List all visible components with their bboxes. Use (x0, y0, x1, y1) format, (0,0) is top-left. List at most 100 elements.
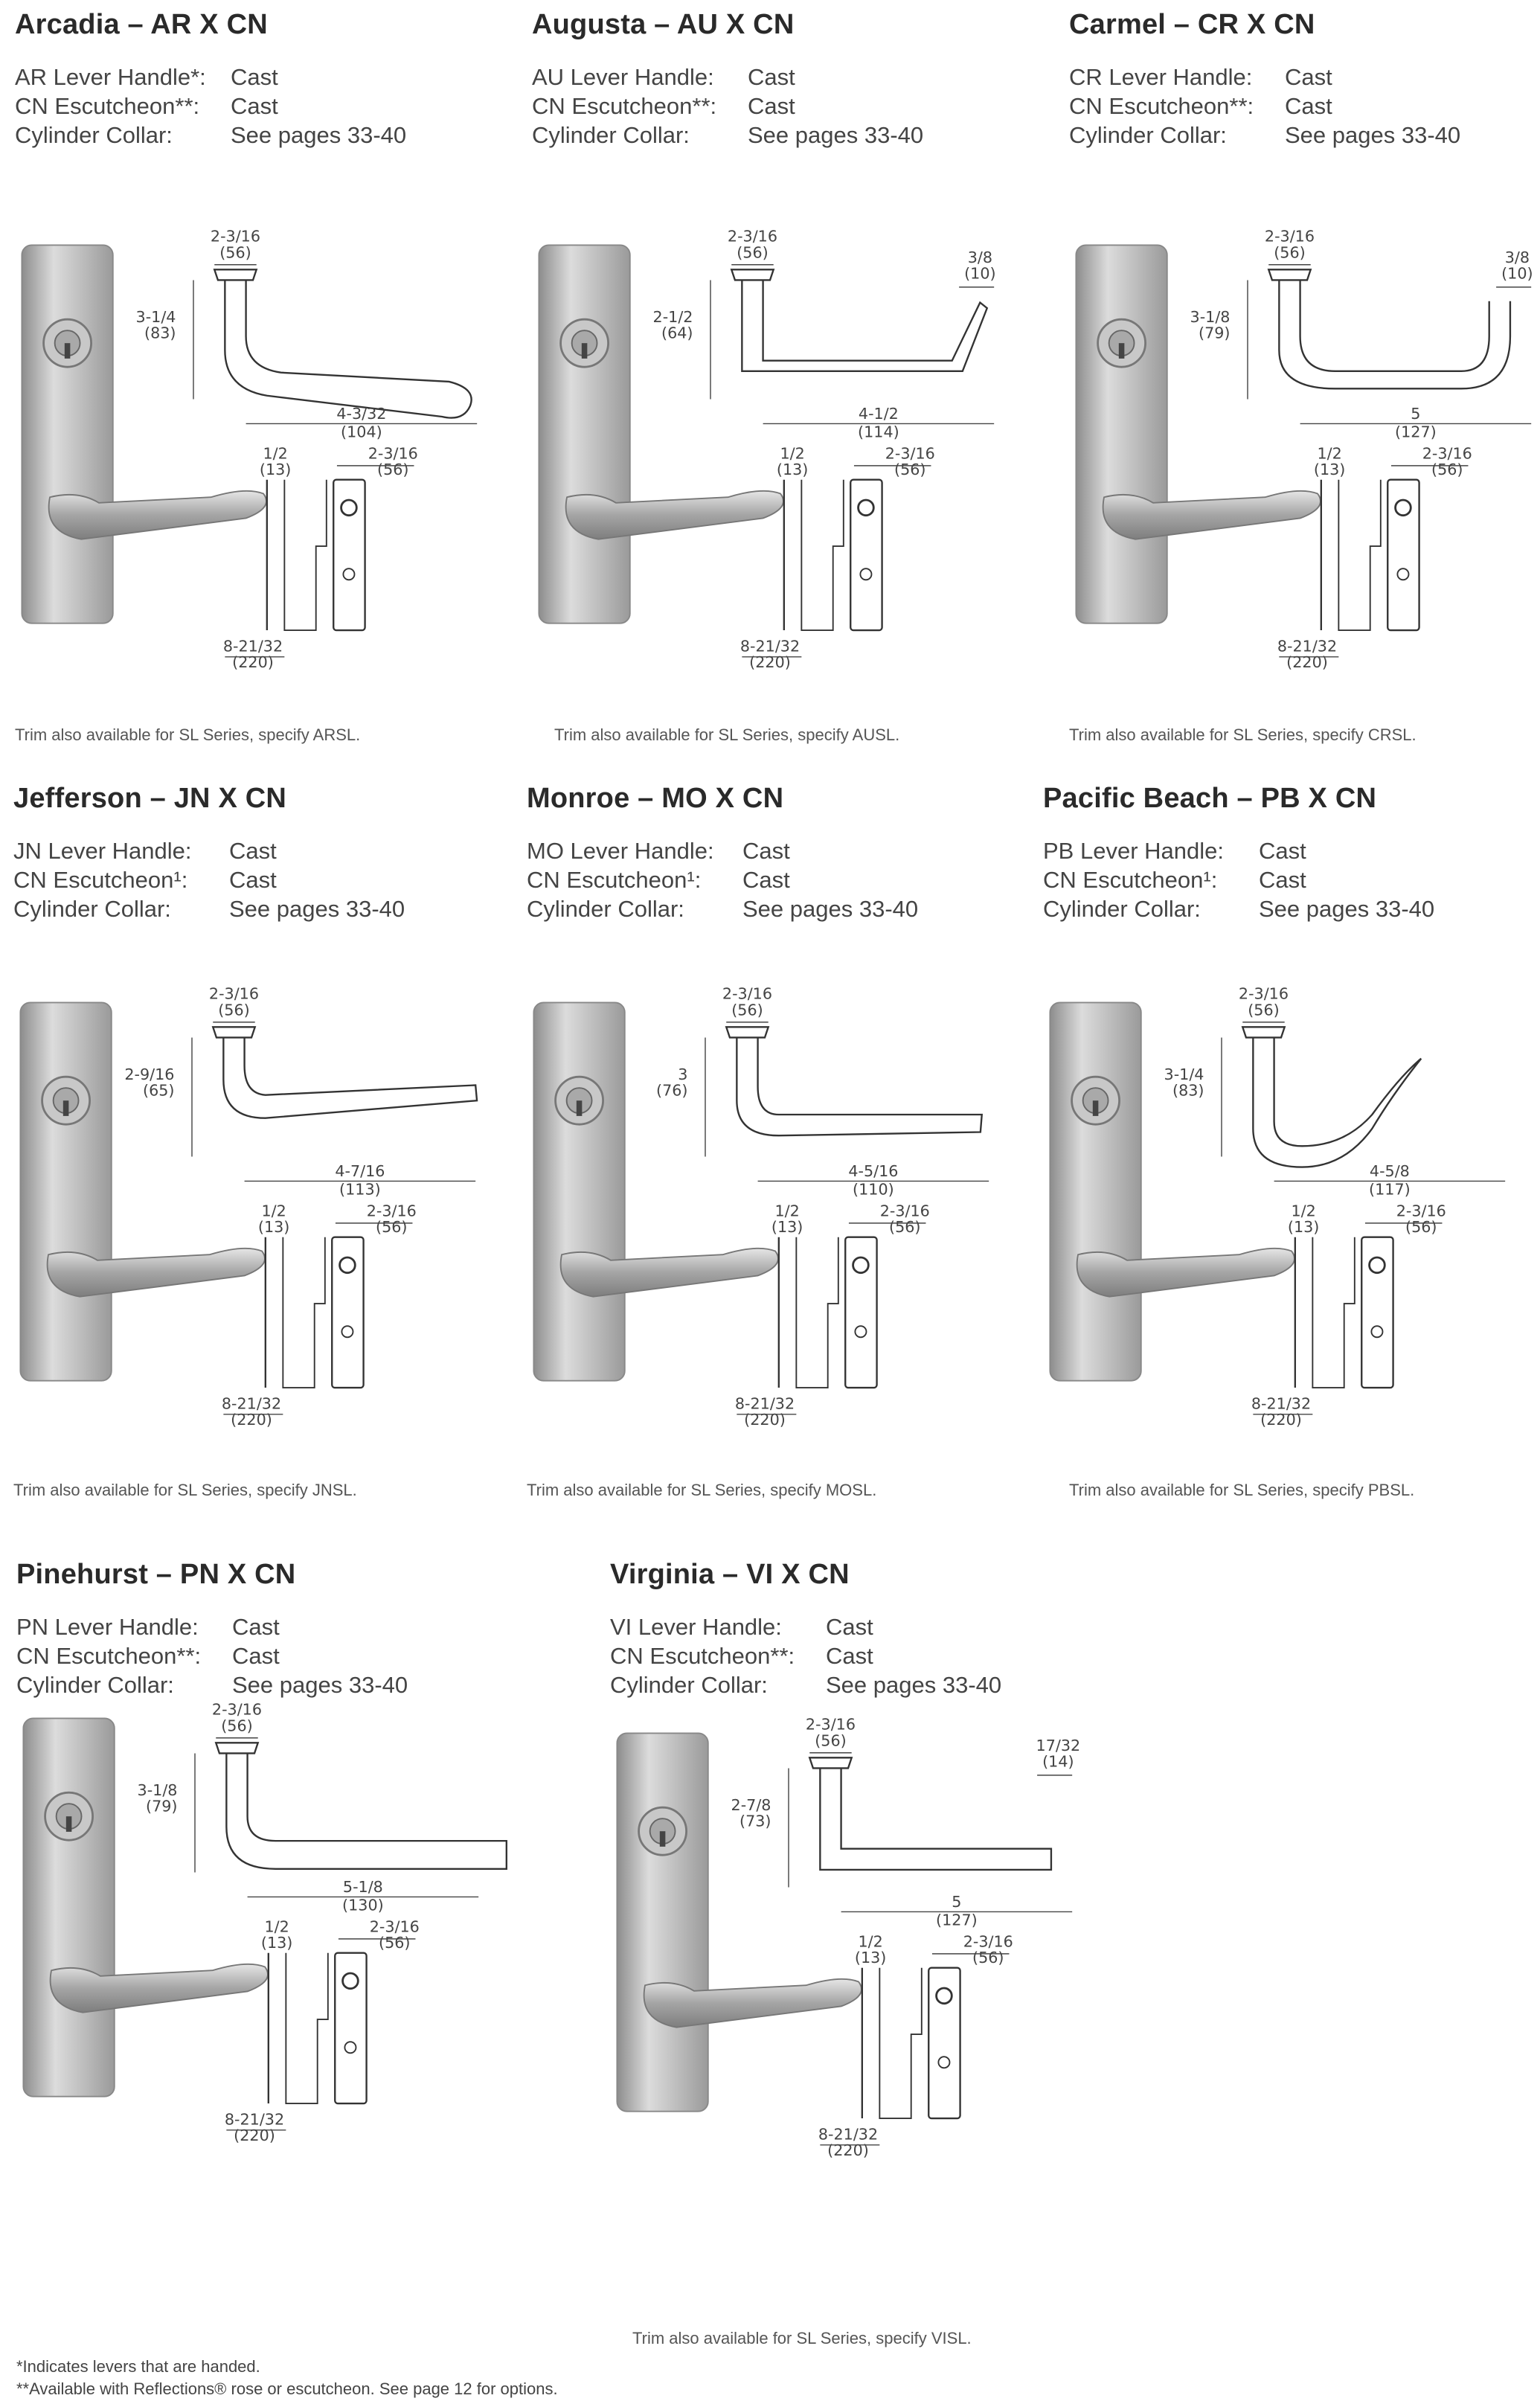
rose-width-label: 2-3/16 (211, 228, 260, 246)
length-label: 4-3/32 (336, 405, 386, 423)
spec-list: CR Lever Handle: Cast CN Escutcheon**: Cast… (1069, 63, 1460, 150)
product-title: Carmel – CR X CN (1069, 9, 1315, 40)
rose-width-mm-label: (56) (219, 243, 251, 261)
lever-handle-image (559, 1247, 779, 1298)
spec-label: CN Escutcheon**: (15, 93, 200, 119)
rose-width-label: 2-3/16 (1239, 985, 1289, 1003)
escutcheon-height-mm-label: (220) (1286, 653, 1328, 671)
escutcheon-width-mm-label: (56) (376, 1218, 407, 1236)
length-mm-label: (117) (1369, 1180, 1411, 1198)
drawing-svg: 2-3/16(56)3-1/8(79)3/8(10)5(127)1/2(13)2… (1075, 228, 1533, 671)
thickness-mm-label: (13) (1314, 461, 1345, 478)
spec-value: See pages 33-40 (1285, 122, 1461, 148)
spec-row: Cylinder Collar: See pages 33-40 (1043, 894, 1434, 923)
length-mm-label: (127) (1395, 423, 1437, 440)
rose-width-mm-label: (56) (1248, 1001, 1279, 1019)
spec-label: AR Lever Handle*: (15, 64, 206, 90)
escutcheon-front-outline (331, 1236, 365, 1389)
escutcheon-width-mm-label: (56) (379, 1934, 410, 1952)
height-label: 3 (678, 1065, 687, 1083)
lever-handle-image (48, 490, 267, 540)
spec-value: Cast (231, 64, 278, 90)
spec-value: Cast (1285, 93, 1332, 119)
spec-value: See pages 33-40 (229, 896, 405, 922)
escutcheon-height-mm-label: (220) (234, 2126, 275, 2144)
lever-profile (222, 1037, 478, 1119)
spec-row: CN Escutcheon**: Cast (1069, 92, 1460, 121)
escutcheon-height-label: 8-21/32 (1277, 637, 1337, 655)
lever-drawing: 2-3/16(56)2-7/8(73)17/32(14)5(127)1/2(13… (610, 1716, 1086, 2202)
footnote: *Indicates levers that are handed. (16, 2357, 260, 2376)
escutcheon-width-mm-label: (56) (1405, 1218, 1437, 1236)
escutcheon-front-outline (1387, 478, 1420, 632)
spec-label: CR Lever Handle: (1069, 64, 1253, 90)
sl-series-note: Trim also available for SL Series, speci… (1069, 725, 1417, 744)
spec-value: Cast (742, 838, 790, 864)
product-title: Pinehurst – PN X CN (16, 1559, 296, 1590)
escutcheon-height-mm-label: (220) (232, 653, 274, 671)
lever-drawing: 2-3/16(56)3-1/4(83)4-3/32(104)1/2(13)2-3… (15, 228, 491, 714)
spec-value: Cast (826, 1643, 873, 1669)
spec-row: CN Escutcheon**:Cast (532, 92, 923, 121)
lever-profile (1278, 280, 1512, 390)
escutcheon-width-mm-label: (56) (1431, 461, 1463, 478)
lever-drawing: 2-3/16(56)3-1/8(79)5-1/8(130)1/2(13)2-3/… (16, 1701, 507, 2188)
spec-label: Cylinder Collar: (1069, 122, 1227, 148)
height-label: 2-9/16 (124, 1065, 174, 1083)
escutcheon-width-label: 2-3/16 (1422, 444, 1472, 462)
spec-label: Cylinder Collar: (1043, 896, 1201, 922)
length-mm-label: (113) (339, 1180, 381, 1198)
spec-value: See pages 33-40 (1259, 896, 1435, 922)
spec-value: Cast (229, 867, 277, 893)
escutcheon-height-label: 8-21/32 (1251, 1394, 1311, 1412)
projection-label: 17/32 (1036, 1737, 1081, 1754)
spec-row: Cylinder Collar:See pages 33-40 (610, 1670, 1001, 1699)
escutcheon-plate (538, 244, 631, 624)
thickness-mm-label: (13) (777, 461, 808, 478)
spec-row: CN Escutcheon¹:Cast (527, 865, 918, 894)
rose-width-mm-label: (56) (737, 243, 768, 261)
length-mm-label: (110) (853, 1180, 894, 1198)
escutcheon-height-label: 8-21/32 (225, 2110, 284, 2128)
escutcheon-plate (1075, 244, 1168, 624)
sl-series-note: Trim also available for SL Series, speci… (13, 1481, 357, 1499)
rose-width-mm-label: (56) (731, 1001, 763, 1019)
height-label: 3-1/4 (136, 308, 176, 326)
height-mm-label: (83) (144, 324, 176, 342)
spec-row: MO Lever Handle:Cast (527, 836, 918, 865)
escutcheon-width-mm-label: (56) (377, 461, 408, 478)
rose-width-label: 2-3/16 (722, 985, 772, 1003)
thickness-mm-label: (13) (258, 1218, 289, 1236)
projection-mm-label: (10) (964, 265, 995, 283)
lever-profile (225, 1753, 507, 1870)
product-title: Pacific Beach – PB X CN (1043, 783, 1377, 814)
escutcheon-front-outline (850, 478, 883, 632)
sl-series-note: Trim also available for SL Series, speci… (15, 725, 361, 744)
spec-value: Cast (1285, 64, 1332, 90)
escutcheon-width-label: 2-3/16 (885, 444, 935, 462)
lever-profile (736, 1037, 984, 1137)
lever-drawing: 2-3/16(56)3-1/4(83)4-5/8(117)1/2(13)2-3/… (1043, 985, 1519, 1472)
spec-value: Cast (826, 1614, 873, 1640)
thickness-label: 1/2 (263, 444, 287, 462)
spec-row: Cylinder Collar:See pages 33-40 (15, 121, 406, 150)
lever-handle-image (643, 1978, 862, 2028)
height-mm-label: (83) (1172, 1082, 1204, 1100)
spec-label: PN Lever Handle: (16, 1614, 199, 1640)
lever-handle-image (1076, 1247, 1295, 1298)
spec-value: Cast (232, 1614, 280, 1640)
spec-row: Cylinder Collar:See pages 33-40 (16, 1670, 408, 1699)
spec-label: CN Escutcheon**: (1069, 93, 1254, 119)
rose-outline (1267, 269, 1312, 281)
spec-row: VI Lever Handle:Cast (610, 1612, 1001, 1641)
height-label: 2-7/8 (731, 1796, 771, 1814)
escutcheon-width-label: 2-3/16 (963, 1932, 1013, 1950)
sl-series-note: Trim also available for SL Series, speci… (554, 725, 900, 744)
spec-value: See pages 33-40 (232, 1672, 408, 1698)
spec-row: AU Lever Handle:Cast (532, 63, 923, 92)
spec-value: See pages 33-40 (231, 122, 407, 148)
lever-handle-image (1102, 490, 1321, 540)
